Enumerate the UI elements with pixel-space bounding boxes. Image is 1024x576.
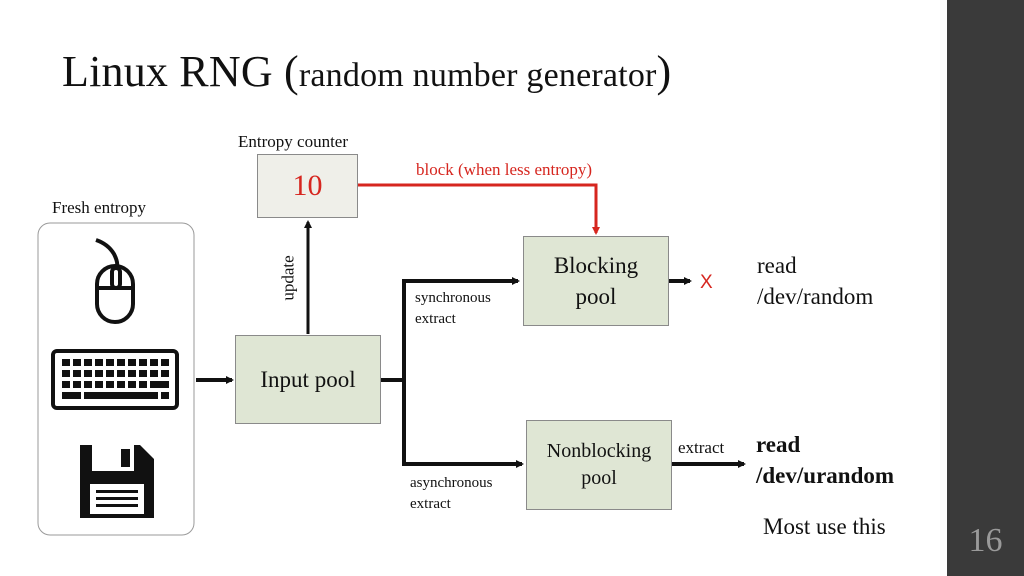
input-pool-box: Input pool (235, 335, 381, 424)
mouse-icon (95, 238, 135, 324)
read-random-line2: /dev/random (757, 284, 874, 309)
read-urandom-line2: /dev/urandom (756, 463, 895, 488)
async-extract-label: asynchronous extract (410, 473, 493, 515)
entropy-counter-value: 10 (292, 169, 323, 202)
blocking-pool-box: Blocking pool (523, 236, 669, 326)
nonblocking-pool-line1: Nonblocking (546, 440, 652, 462)
page-number: 16 (968, 522, 1003, 559)
sync-line1: synchronous (415, 290, 491, 306)
fresh-entropy-container (37, 222, 195, 536)
slide-title: Linux RNG (random number generator) (62, 46, 671, 97)
extract-label: extract (678, 438, 725, 457)
sync-extract-label: synchronous extract (415, 288, 491, 330)
blocking-pool-line2: pool (575, 284, 617, 309)
block-arrow (358, 183, 600, 235)
title-main: Linux RNG ( (62, 47, 299, 96)
entropy-counter-box: 10 (257, 154, 358, 218)
input-pool-label: Input pool (260, 367, 356, 392)
title-close: ) (656, 47, 672, 96)
floppy-disk-icon (80, 445, 154, 518)
read-random-line1: read (757, 253, 797, 278)
sidebar-bar (947, 0, 1024, 576)
nonblocking-pool-box: Nonblocking pool (526, 420, 672, 510)
read-dev-random: read /dev/random (757, 250, 873, 312)
title-sub: random number generator (298, 57, 657, 94)
blocked-x-mark: X (700, 272, 713, 293)
read-urandom-line1: read (756, 432, 801, 457)
read-dev-urandom: read /dev/urandom (756, 429, 894, 491)
nonblocking-pool-line2: pool (581, 467, 617, 489)
keyboard-icon (51, 349, 179, 410)
most-use-label: Most use this (763, 514, 886, 539)
blocking-pool-line1: Blocking (553, 253, 639, 278)
entropy-counter-label: Entropy counter (238, 132, 348, 151)
sync-line2: extract (415, 311, 456, 327)
fresh-entropy-label: Fresh entropy (52, 198, 146, 217)
async-line2: extract (410, 496, 451, 512)
update-label: update (278, 255, 298, 301)
block-label: block (when less entropy) (416, 160, 593, 179)
async-line1: asynchronous (410, 475, 493, 491)
